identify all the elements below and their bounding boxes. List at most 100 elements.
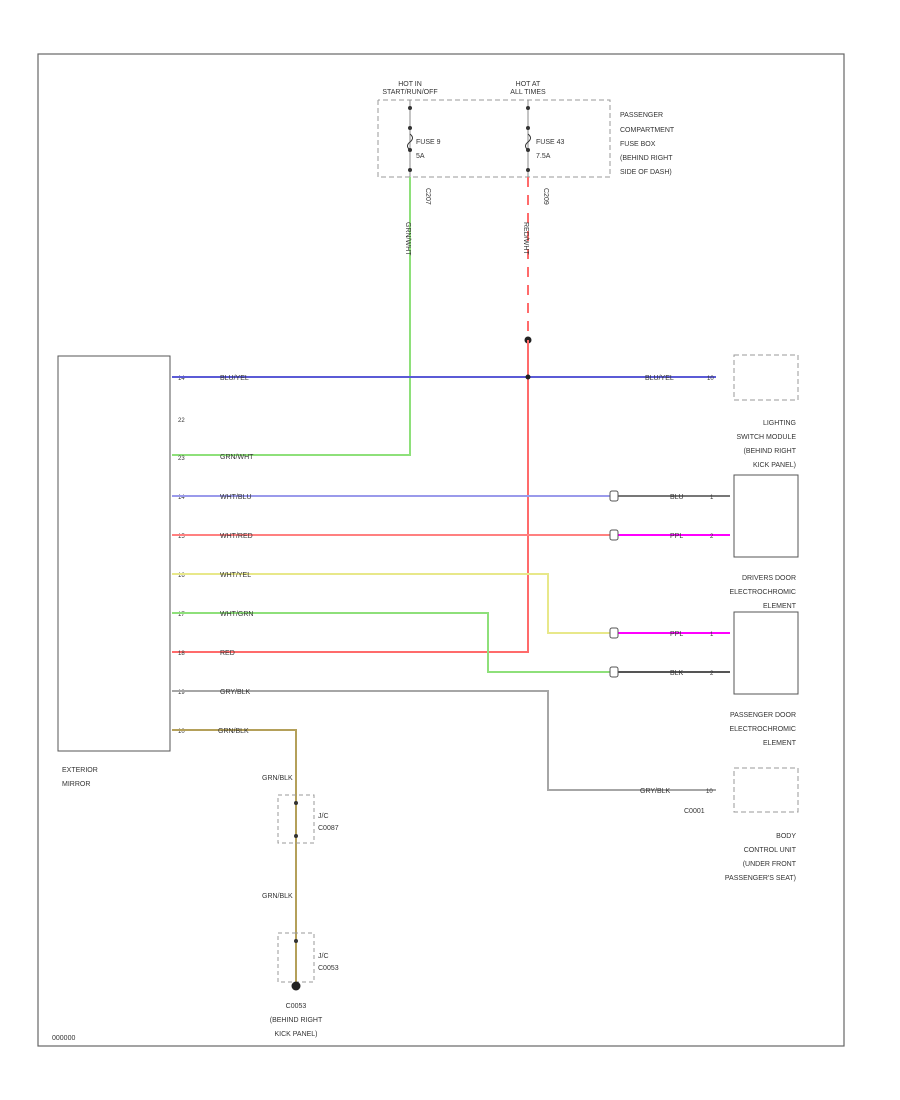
lighting-switch-label-3: (BEHIND RIGHT (744, 448, 797, 455)
wire-blu-yel-label-right: BLU/YEL (645, 375, 674, 382)
passenger-door-label-1: PASSENGER DOOR (730, 712, 796, 719)
fuse-box-label-2: COMPARTMENT (620, 127, 675, 134)
driver-door-label-3: ELEMENT (763, 603, 797, 610)
ground-label-1: C0053 (286, 1003, 307, 1010)
junction-c0087-pin-bottom (294, 834, 298, 838)
connector-ppl-bottom (609, 627, 619, 639)
fuse-9-rating: 5A (416, 153, 425, 160)
passenger-door-pin-2: 2 (710, 671, 714, 677)
mirror-pin: 22 (178, 418, 185, 424)
wire-grn-blk (172, 729, 297, 990)
fuse-9 (407, 100, 413, 177)
ground-label-3: KICK PANEL) (274, 1031, 317, 1038)
mirror-pin: 17 (178, 612, 185, 618)
exterior-mirror-box (57, 355, 171, 752)
wire-ppl-bottom-label: PPL (670, 631, 683, 638)
wire-gry-blk (172, 690, 716, 791)
driver-door-label-2: ELECTROCHROMIC (729, 589, 796, 596)
fuse-43 (525, 100, 531, 177)
body-control-label-1: BODY (776, 833, 796, 840)
wire-grn-wht-label: GRN/WHT (404, 222, 411, 256)
mirror-pin: 15 (178, 534, 185, 540)
wire-blk-label: BLK (670, 670, 684, 677)
body-control-label-3: (UNDER FRONT (743, 861, 797, 868)
mirror-pin: 14 (178, 495, 185, 501)
wire-wht-yel (172, 573, 612, 634)
driver-door-label-1: DRIVERS DOOR (742, 575, 796, 582)
ground-label-2: (BEHIND RIGHT (270, 1017, 323, 1024)
connector-blu (609, 490, 619, 502)
ground-point (291, 981, 301, 991)
hot-left-line1: HOT IN (398, 81, 422, 88)
junction-c0053-pin (294, 939, 298, 943)
mirror-pin: 16 (178, 573, 185, 579)
junction-c0087-pin-top (294, 801, 298, 805)
wire-blu-yel-label-left: BLU/YEL (220, 375, 249, 382)
fuse-43-label: FUSE 43 (536, 139, 565, 146)
passenger-door-label-2: ELECTROCHROMIC (729, 726, 796, 733)
wire-gry-blk-label: GRY/BLK (220, 689, 251, 696)
lighting-switch-label-1: LIGHTING (763, 420, 796, 427)
mirror-pin: 19 (178, 690, 185, 696)
lighting-switch-label-4: KICK PANEL) (753, 462, 796, 469)
wire-wht-grn-label: WHT/GRN (220, 611, 253, 618)
body-control-label-2: CONTROL UNIT (744, 847, 797, 854)
wire-wht-red-label: WHT/RED (220, 533, 253, 540)
footer-code: 000000 (52, 1035, 75, 1042)
lighting-switch-box (733, 354, 799, 401)
fuse-box-label-1: PASSENGER (620, 112, 663, 119)
driver-door-pin-2: 2 (710, 534, 714, 540)
wire-wht-blu-label: WHT/BLU (220, 494, 252, 501)
junction-c0087-label-1: J/C (318, 813, 329, 820)
mirror-pin: 14 (178, 376, 185, 382)
ground-wire-bottom-label: GRN/BLK (262, 893, 293, 900)
mirror-pin: 23 (178, 456, 185, 462)
body-control-label-4: PASSENGER'S SEAT) (725, 875, 796, 882)
wire-gry-blk-label-right: GRY/BLK (640, 788, 671, 795)
passenger-door-label-3: ELEMENT (763, 740, 797, 747)
lighting-switch-label-2: SWITCH MODULE (737, 434, 797, 441)
fuse-9-label: FUSE 9 (416, 139, 441, 146)
wire-red-wht-label: RED/WHT (522, 222, 529, 255)
driver-door-box (733, 474, 799, 558)
conn-c209: C209 (542, 188, 549, 205)
fuse-43-rating: 7.5A (536, 153, 551, 160)
wire-red-label: RED (220, 650, 235, 657)
ground-wire-top-label: GRN/BLK (262, 775, 293, 782)
mirror-label-1: EXTERIOR (62, 767, 98, 774)
fuse-box-label-4: (BEHIND RIGHT (620, 155, 673, 162)
junction-c0053-label-2: C0053 (318, 965, 339, 972)
passenger-door-pin-1: 1 (710, 632, 714, 638)
wire-grn-blk-label: GRN/BLK (218, 728, 249, 735)
connector-blk (609, 666, 619, 678)
junction-c0053-label-1: J/C (318, 953, 329, 960)
hot-right-line1: HOT AT (516, 81, 541, 88)
wire-wht-grn (172, 612, 612, 673)
junction-c0087-outline (277, 794, 315, 844)
passenger-door-box (733, 611, 799, 695)
hot-right-line2: ALL TIMES (510, 89, 546, 96)
wire-blu-label: BLU (670, 494, 684, 501)
wire-crossing-dot (525, 374, 531, 380)
wire-grn-wht-label-h: GRN/WHT (220, 454, 254, 461)
mirror-pin: 18 (178, 651, 185, 657)
conn-c207: C207 (424, 188, 431, 205)
wire-grn-wht (172, 177, 411, 456)
junction-c0087-label-2: C0087 (318, 825, 339, 832)
wire-wht-yel-label: WHT/YEL (220, 572, 251, 579)
connector-ppl-top (609, 529, 619, 541)
body-control-box (733, 767, 799, 813)
mirror-label-2: MIRROR (62, 781, 90, 788)
lighting-pin: 10 (707, 376, 714, 382)
mirror-pin: 10 (178, 729, 185, 735)
fuse-box-label-3: FUSE BOX (620, 141, 656, 148)
hot-left-line2: START/RUN/OFF (382, 89, 437, 96)
driver-door-pin-1: 1 (710, 495, 714, 501)
diagram-frame (37, 53, 845, 1047)
fuse-box-label-5: SIDE OF DASH) (620, 169, 672, 176)
body-control-conn: C0001 (684, 808, 705, 815)
body-control-pin: 10 (706, 789, 713, 795)
wire-red (172, 340, 529, 653)
wire-ppl-top-label: PPL (670, 533, 683, 540)
